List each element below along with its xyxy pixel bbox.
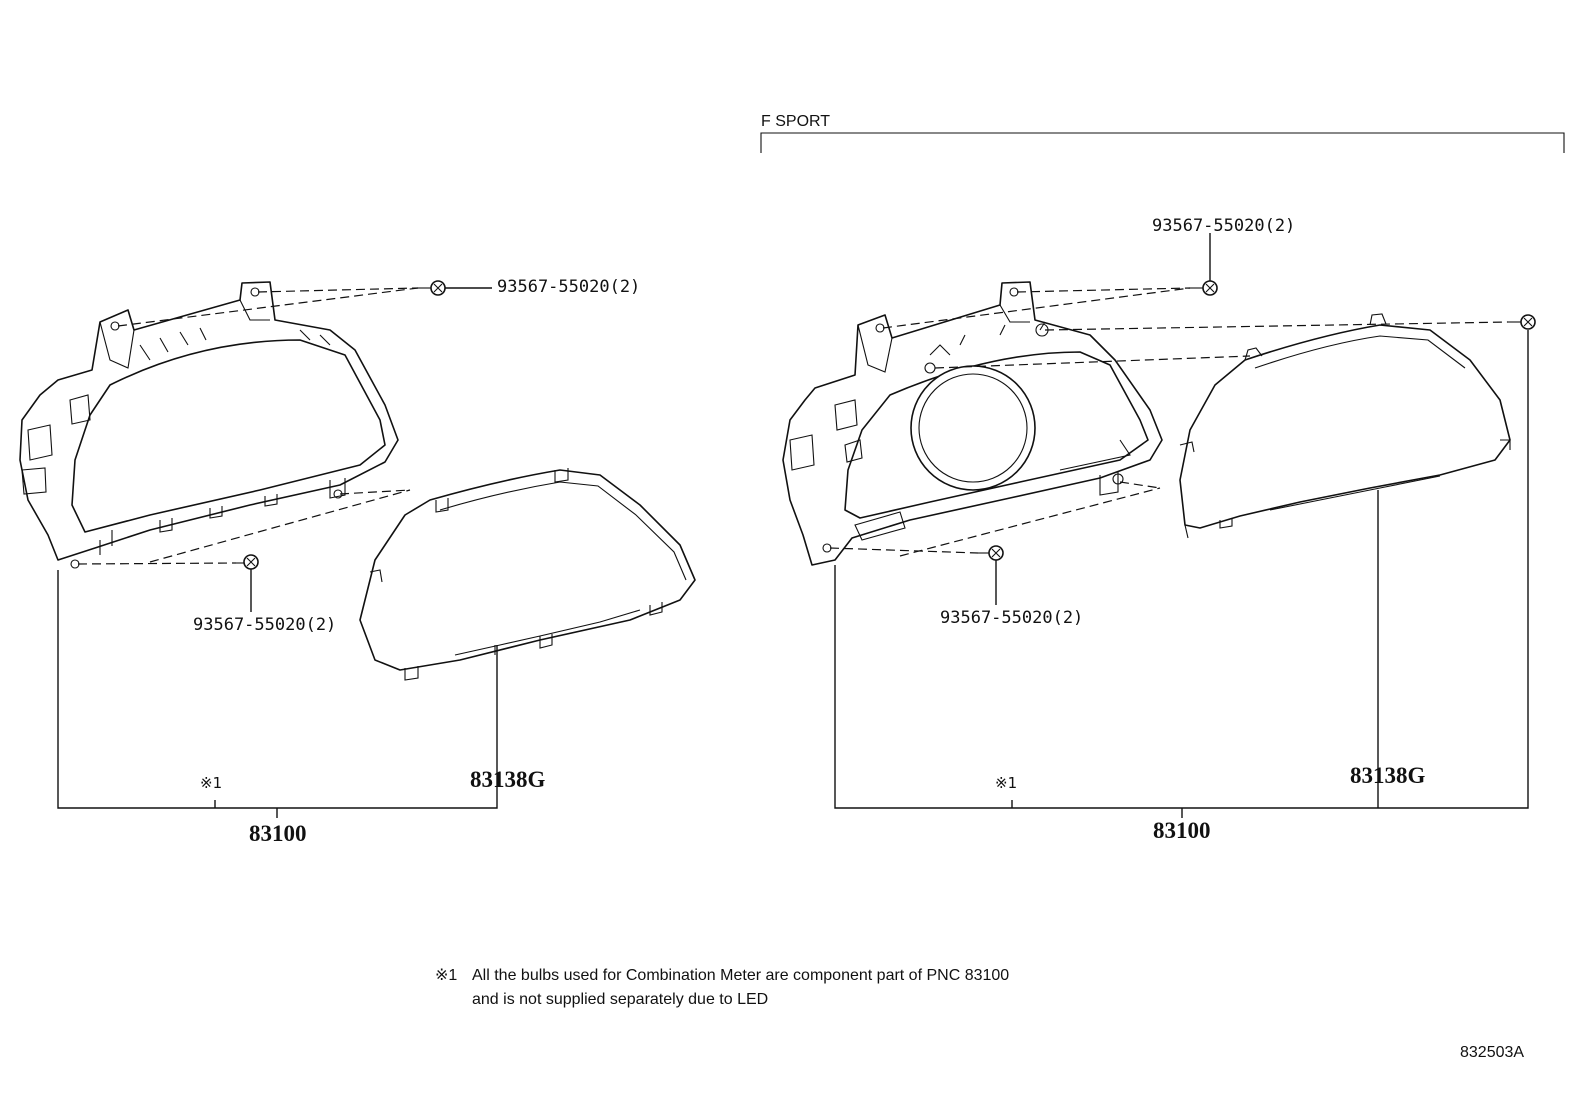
left-dash-2 bbox=[257, 287, 419, 293]
left-screw-bottom bbox=[236, 554, 259, 570]
left-dash-5 bbox=[149, 489, 411, 563]
right-dash-4 bbox=[934, 355, 1251, 369]
right-screw-side bbox=[1508, 314, 1536, 330]
right-dash-6 bbox=[829, 547, 979, 554]
left-screw-top-label: 93567-55020(2) bbox=[497, 277, 640, 297]
left-screw-top bbox=[418, 280, 446, 296]
left-meter-glass bbox=[359, 468, 696, 681]
right-dash-2 bbox=[1016, 287, 1191, 293]
right-meter-housing bbox=[782, 281, 1163, 566]
left-dash-3 bbox=[339, 489, 411, 495]
right-screw-top-label: 93567-55020(2) bbox=[1152, 216, 1295, 236]
footnote-line-1: All the bulbs used for Combination Meter… bbox=[472, 967, 1009, 984]
right-dash-1 bbox=[882, 287, 1191, 329]
footnote-mark: ※1 bbox=[435, 967, 457, 984]
right-assembly-label: 83100 bbox=[1153, 818, 1211, 843]
right-dash-7 bbox=[899, 487, 1161, 557]
left-note-mark: ※1 bbox=[200, 774, 222, 792]
right-glass-label: 83138G bbox=[1350, 763, 1426, 788]
diagram-reference-number: 832503A bbox=[1460, 1044, 1524, 1061]
right-screw-top bbox=[1190, 280, 1218, 296]
left-dash-1 bbox=[117, 287, 419, 327]
left-meter-housing bbox=[19, 281, 399, 569]
right-dash-5 bbox=[1119, 481, 1161, 489]
right-dash-3 bbox=[1044, 321, 1509, 331]
right-screw-bottom-label: 93567-55020(2) bbox=[940, 608, 1083, 628]
left-screw-bottom-label: 93567-55020(2) bbox=[193, 615, 336, 635]
footnote-line-2: and is not supplied separately due to LE… bbox=[472, 991, 768, 1008]
group-bracket bbox=[760, 132, 1565, 153]
left-dash-4 bbox=[77, 562, 237, 565]
left-assembly-label: 83100 bbox=[249, 821, 307, 846]
right-screw-bottom bbox=[978, 545, 1004, 561]
group-label-f-sport: F SPORT bbox=[761, 113, 830, 130]
left-glass-label: 83138G bbox=[470, 767, 546, 792]
right-note-mark: ※1 bbox=[995, 774, 1017, 792]
right-meter-glass bbox=[1179, 313, 1511, 539]
